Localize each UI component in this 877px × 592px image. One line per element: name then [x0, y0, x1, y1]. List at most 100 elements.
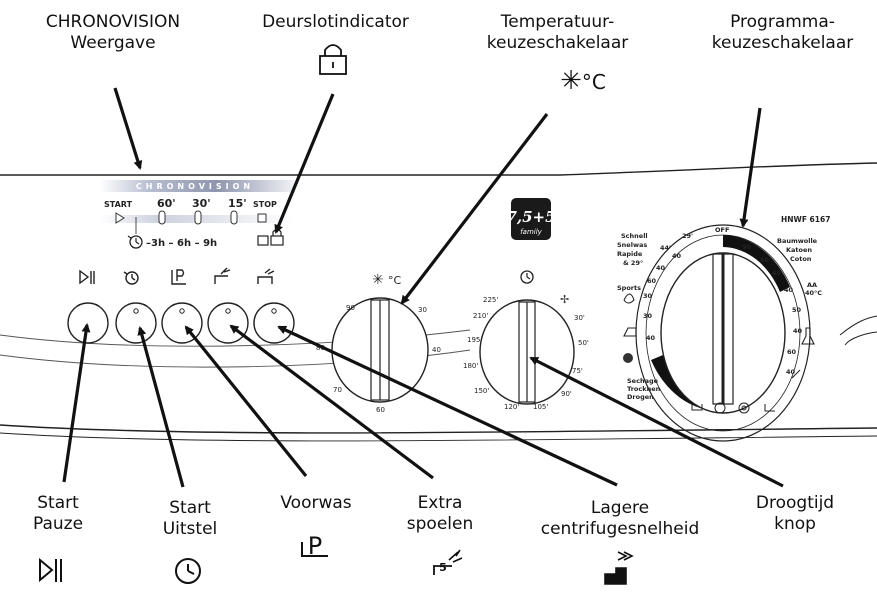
led-30 — [194, 210, 202, 225]
start-pause-button — [67, 302, 109, 344]
callout-lower-spin: Lagere centrifugesnelheid — [530, 498, 710, 540]
program-tick-label: 40 — [672, 252, 682, 260]
led-15 — [230, 210, 238, 225]
legend-icons — [39, 542, 634, 585]
lower-spin-label: Lagere — [590, 498, 650, 518]
program-tick-label: 30 — [643, 292, 653, 300]
program-tick-label: OFF — [715, 226, 729, 234]
callout-extra-rinse: Extra spoelen — [395, 493, 485, 535]
snowflake-icon-small: ✳ — [372, 272, 384, 288]
clock-icon — [175, 558, 201, 584]
program-tick-label: 29' — [682, 232, 693, 240]
dry-tick-label: 210' — [473, 312, 488, 320]
flask-icon — [801, 327, 815, 345]
program-tick-label: 60 — [647, 277, 657, 285]
extra-rinse-icon-small — [214, 267, 231, 284]
chrono-step-label: 60' — [157, 197, 176, 210]
led-stop — [257, 213, 267, 223]
program-left-label: Rapide — [617, 250, 643, 258]
temp-tick-label: 90 — [346, 304, 355, 312]
delay-clock-icon — [129, 235, 143, 249]
callout-start-pause: Start Pauze — [18, 493, 98, 535]
program-tick-label: 40 — [656, 264, 666, 272]
program-bottom-icons — [691, 369, 801, 414]
dry-tick-label: 150' — [474, 387, 489, 395]
program-right-label: AA — [807, 281, 817, 289]
chrono-strip-text: CHRONOVISION — [136, 182, 254, 191]
led-start — [115, 212, 125, 224]
callout-temperature: Temperatuur- keuzeschakelaar — [470, 12, 645, 54]
lower-spin-icon-small — [257, 268, 275, 284]
program-tick-label: 44' — [660, 244, 671, 252]
dry-tick-label: 30' — [574, 314, 585, 322]
program-left-label: Snelwas — [617, 241, 647, 249]
program-left-label: Sports — [617, 284, 641, 292]
wool-icon — [623, 353, 633, 363]
svg-text:HNWF 6167: HNWF 6167 — [781, 215, 830, 224]
extra-rinse-icon — [433, 549, 463, 575]
temperature-sublabel: keuzeschakelaar — [486, 33, 629, 53]
door-lock-small-icon — [270, 235, 284, 246]
program-tick-label: 60 — [787, 348, 797, 356]
program-tick-label: 40 — [793, 327, 803, 335]
dry-time-sublabel: knop — [774, 514, 816, 534]
chrono-step-label: START — [104, 200, 133, 209]
program-tick-label: 40 — [772, 269, 782, 277]
dry-tick-label: 195' — [467, 336, 482, 344]
temp-unit-symbol: °C — [581, 70, 606, 94]
chronovision-label: CHRONOVISION — [45, 12, 181, 32]
temp-tick-label: 40 — [432, 346, 441, 354]
svg-text:family: family — [520, 228, 542, 236]
button-icons-row — [79, 267, 275, 285]
program-tick-label: 60 — [760, 256, 770, 264]
extra-rinse-sublabel: spoelen — [406, 514, 474, 534]
dry-tick-label: 75' — [572, 367, 583, 375]
prewash-label: Voorwas — [280, 493, 352, 513]
program-dark-arc — [723, 235, 790, 292]
dry-tick-label: 225' — [483, 296, 498, 304]
chronovision-sublabel: Weergave — [70, 33, 156, 53]
dry-tick-label: 50' — [578, 339, 589, 347]
dry-clock-icon — [520, 270, 534, 284]
program-right-label: 40°C — [805, 289, 822, 297]
extra-rinse-label: Extra — [417, 493, 463, 513]
svg-text:°C: °C — [388, 274, 402, 287]
fan-icon: ✢ — [560, 293, 569, 306]
clock-icon-small — [123, 271, 139, 285]
start-delay-sublabel: Uitstel — [162, 519, 218, 539]
program-tick-label: 40 — [786, 368, 796, 376]
prewash-icon — [301, 542, 328, 557]
chrono-leds — [115, 210, 267, 225]
program-left-label: & 29° — [623, 259, 643, 267]
temperature-label: Temperatuur- — [500, 12, 615, 32]
snowflake-icon: ✳ — [560, 66, 582, 96]
program-tick-label: 90 — [742, 243, 752, 251]
callout-dry-time: Droogtijd knop — [740, 493, 850, 535]
callout-arrows — [62, 87, 784, 488]
program-label: Programma- — [730, 12, 835, 32]
program-tick-label: 40 — [646, 334, 656, 342]
program-left-label: Sechage — [627, 377, 659, 385]
program-sublabel: keuzeschakelaar — [711, 33, 854, 53]
program-tick-label: 30 — [643, 312, 653, 320]
delay-steps-text: –3h – 6h – 9h — [146, 238, 217, 249]
program-right-label: Katoen — [786, 246, 812, 254]
chrono-step-label: STOP — [253, 200, 277, 209]
chrono-step-label: 15' — [228, 197, 247, 210]
program-left-label: Schnell — [621, 232, 648, 240]
callout-door-lock: Deurslotindicator — [248, 12, 423, 33]
callout-prewash: Voorwas — [266, 493, 366, 514]
program-tick-label: 50 — [792, 306, 802, 314]
temp-tick-label: 30 — [418, 306, 427, 314]
callout-start-delay: Start Uitstel — [145, 498, 235, 540]
svg-text:7,5+5: 7,5+5 — [506, 208, 555, 226]
prewash-letter: P — [302, 534, 328, 558]
push-buttons — [67, 302, 295, 344]
prewash-letter-text: P — [307, 532, 323, 560]
callout-chronovision: CHRONOVISION Weergave — [28, 12, 198, 54]
callout-program: Programma- keuzeschakelaar — [700, 12, 865, 54]
lower-spin-icon — [604, 551, 634, 585]
